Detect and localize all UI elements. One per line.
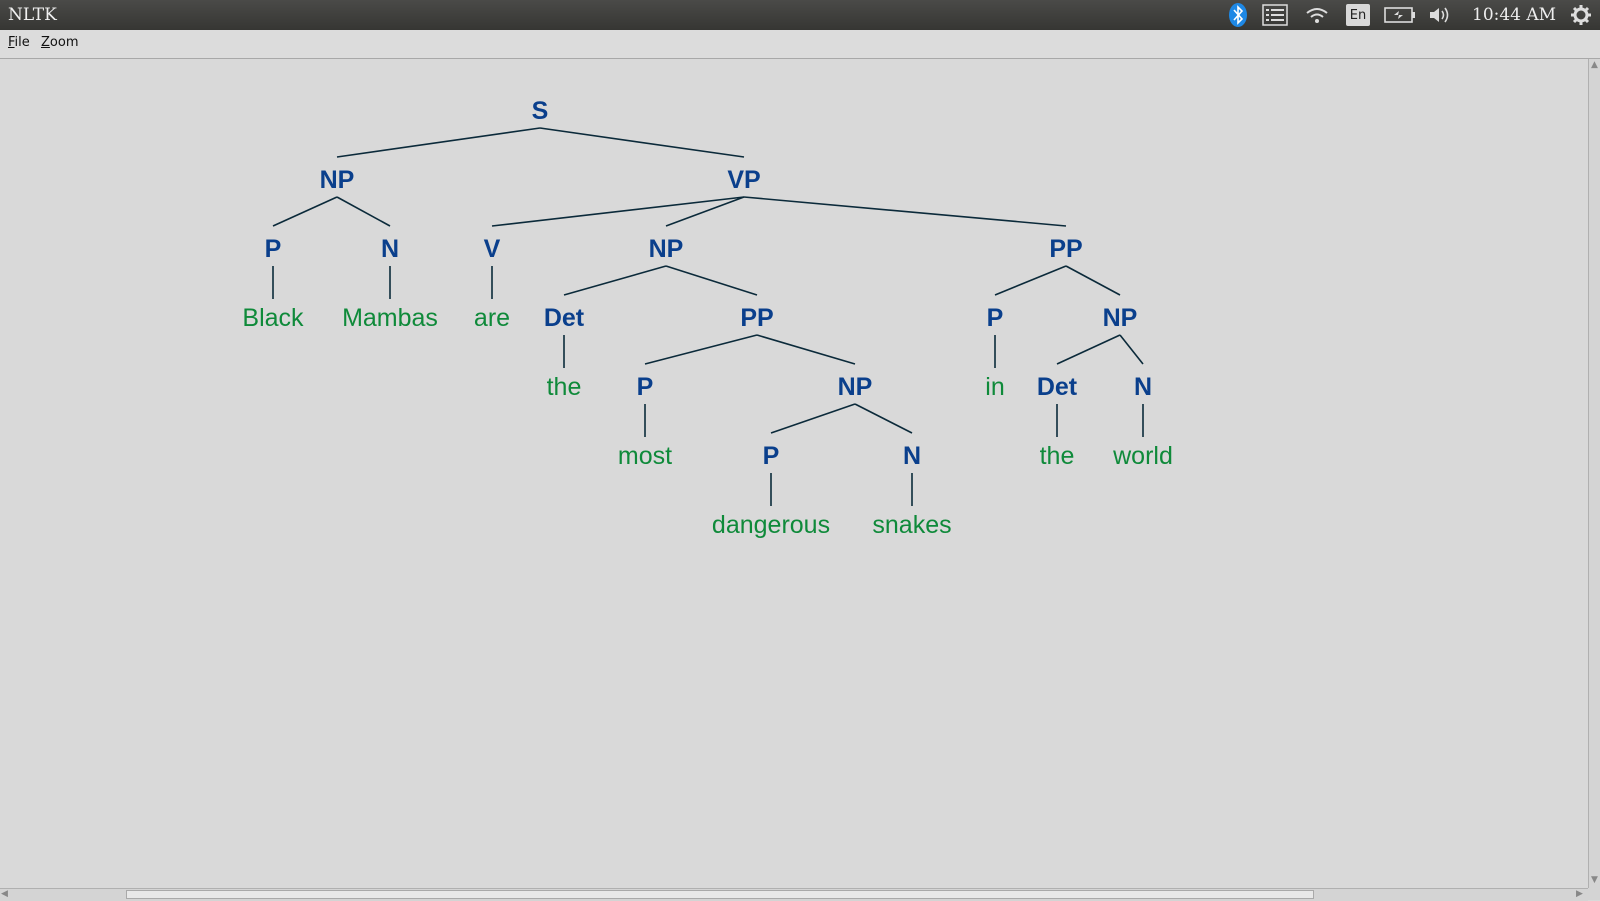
tree-node-label[interactable]: NP — [649, 235, 684, 263]
window-title: NLTK — [8, 5, 57, 25]
clock[interactable]: 10:44 AM — [1472, 5, 1557, 25]
tree-edge — [770, 403, 856, 434]
tree-edge — [491, 196, 745, 227]
tree-node-label[interactable]: NP — [838, 373, 873, 401]
tree-node-label[interactable]: P — [637, 373, 654, 401]
tree-node-label[interactable]: P — [265, 235, 282, 263]
leaf-word[interactable]: are — [474, 304, 510, 332]
menu-bar: File Zoom — [0, 30, 1600, 59]
keyboard-layout-indicator[interactable]: En — [1344, 0, 1372, 30]
tree-edge — [756, 334, 856, 365]
menu-zoom[interactable]: Zoom — [41, 35, 79, 50]
tree-edge — [644, 334, 758, 365]
tree-node-label[interactable]: PP — [1049, 235, 1082, 263]
tree-node-label[interactable]: S — [532, 97, 549, 125]
leaf-word[interactable]: dangerous — [712, 511, 830, 539]
tree-edge — [272, 196, 338, 227]
horizontal-scrollbar[interactable]: ◀ ▶ — [0, 888, 1588, 901]
leaf-word[interactable]: most — [618, 442, 672, 470]
tree-edge — [336, 196, 391, 227]
tree-edge — [1119, 334, 1144, 365]
leaf-word[interactable]: the — [1040, 442, 1075, 470]
horizontal-scroll-thumb[interactable] — [126, 890, 1314, 899]
menu-file[interactable]: File — [8, 35, 30, 50]
tree-node-label[interactable]: NP — [320, 166, 355, 194]
leaf-word[interactable]: the — [547, 373, 582, 401]
scroll-up-arrow-icon[interactable]: ▲ — [1591, 60, 1598, 70]
tree-edge — [539, 127, 745, 158]
leaf-word[interactable]: in — [985, 373, 1004, 401]
scroll-down-arrow-icon[interactable]: ▼ — [1591, 875, 1598, 885]
tree-edge — [665, 196, 745, 227]
tree-node-label[interactable]: P — [763, 442, 780, 470]
wifi-icon[interactable] — [1302, 0, 1332, 30]
top-panel: NLTK En — [0, 0, 1600, 30]
tree-node-label[interactable]: Det — [1037, 373, 1078, 401]
leaf-word[interactable]: world — [1112, 442, 1173, 470]
indicator-menu-icon[interactable] — [1260, 0, 1290, 30]
tree-edge — [665, 265, 758, 296]
tree-node-label[interactable]: Det — [544, 304, 585, 332]
tree-node-label[interactable]: VP — [727, 166, 760, 194]
leaf-word[interactable]: Black — [242, 304, 304, 332]
parse-tree: SNPPBlackNMambasVPVareNPDetthePPPmostNPP… — [242, 97, 1173, 539]
tree-node-label[interactable]: P — [987, 304, 1004, 332]
bluetooth-icon[interactable] — [1224, 0, 1252, 30]
scrollbar-corner — [1588, 888, 1600, 900]
tree-edge — [743, 196, 1067, 227]
tree-edge — [1065, 265, 1121, 296]
tree-node-label[interactable]: N — [903, 442, 921, 470]
scroll-left-arrow-icon[interactable]: ◀ — [1, 889, 8, 899]
volume-icon[interactable] — [1426, 0, 1456, 30]
tree-edge — [854, 403, 913, 434]
tree-node-label[interactable]: NP — [1103, 304, 1138, 332]
tree-edge — [1056, 334, 1121, 365]
tree-edge — [336, 127, 541, 158]
gear-icon[interactable] — [1566, 0, 1596, 30]
tree-node-label[interactable]: N — [381, 235, 399, 263]
tree-node-label[interactable]: V — [484, 235, 501, 263]
tree-node-label[interactable]: N — [1134, 373, 1152, 401]
scroll-right-arrow-icon[interactable]: ▶ — [1576, 889, 1583, 899]
tree-node-label[interactable]: PP — [740, 304, 773, 332]
tree-edge — [994, 265, 1067, 296]
tree-edge — [563, 265, 667, 296]
leaf-word[interactable]: Mambas — [342, 304, 438, 332]
leaf-word[interactable]: snakes — [872, 511, 951, 539]
keyboard-layout-label: En — [1346, 4, 1370, 26]
vertical-scrollbar[interactable]: ▲ ▼ — [1588, 59, 1600, 888]
battery-icon[interactable] — [1382, 0, 1418, 30]
